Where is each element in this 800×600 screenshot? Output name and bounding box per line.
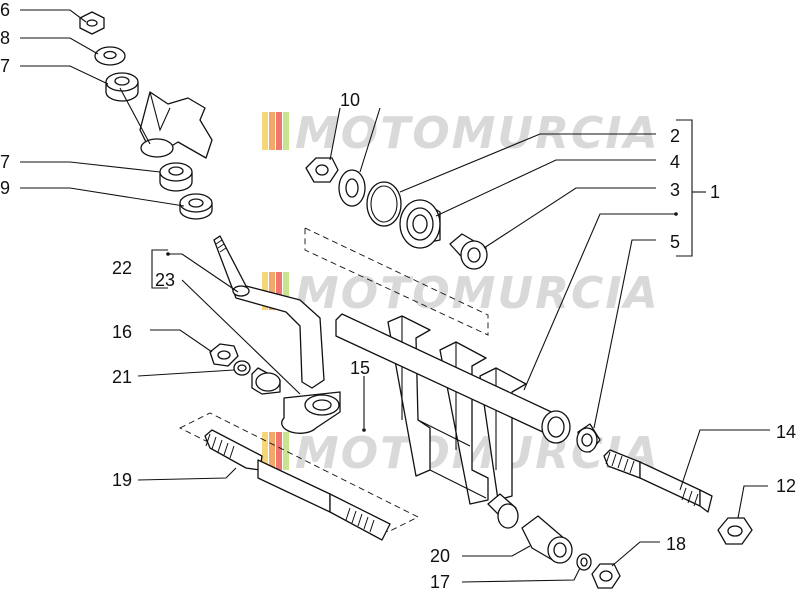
watermark-stripe-2	[269, 432, 275, 470]
nut-16	[209, 343, 239, 367]
leader-20	[462, 545, 531, 557]
washer-10	[338, 169, 366, 207]
cup-7-upper	[105, 72, 139, 102]
leader-14	[679, 429, 770, 491]
leader-16	[150, 329, 213, 353]
leader-18	[611, 541, 660, 567]
watermark-middle: MOTOMURCIA	[262, 268, 660, 319]
leader-6	[20, 9, 87, 23]
watermark-stripe-4	[283, 432, 289, 470]
spacer-23	[251, 367, 281, 395]
watermark-stripe-4	[283, 112, 289, 150]
watermark-text: MOTOMURCIA	[295, 268, 660, 319]
leader-22-dot	[166, 252, 170, 256]
washer-21	[233, 360, 251, 376]
callout-3: 3	[670, 180, 680, 200]
leader-1-bracket	[676, 119, 693, 257]
bent-pin-22	[213, 235, 325, 389]
callout-1: 1	[710, 182, 720, 202]
callout-12: 12	[776, 476, 796, 496]
leader-9	[20, 187, 185, 207]
leader-22-bracket	[151, 249, 168, 289]
leader-22	[168, 253, 239, 293]
callout-23: 23	[155, 270, 175, 290]
leader-lines	[20, 9, 770, 583]
leader-7b-up	[119, 87, 151, 145]
assembly-outline-upper	[304, 227, 489, 336]
watermark-stripe-3	[276, 272, 282, 310]
watermark-stripe-2	[269, 272, 275, 310]
bolt-19	[204, 429, 391, 541]
callout-17: 17	[430, 572, 450, 592]
callout-21: 21	[112, 367, 132, 387]
callout-6: 6	[0, 0, 10, 20]
leader-15-dot	[362, 428, 366, 432]
leader-12	[737, 485, 768, 519]
leader-5	[593, 239, 656, 429]
watermark-stripe-2	[269, 112, 275, 150]
callout-16: 16	[112, 322, 132, 342]
callout-22: 22	[112, 258, 132, 278]
nut-10	[305, 157, 339, 183]
bolt-14	[603, 449, 713, 513]
leader-8	[20, 37, 99, 55]
callout-19: 19	[112, 470, 132, 490]
callout-8: 8	[0, 28, 10, 48]
callout-20: 20	[430, 546, 450, 566]
cup-7-lower	[159, 162, 193, 192]
watermark-stripe-1	[262, 112, 268, 150]
leader-19	[137, 467, 237, 481]
assembly-outline-lower	[178, 412, 420, 533]
nut-6	[79, 11, 105, 35]
bushing-20	[487, 493, 573, 564]
steering-bracket	[139, 91, 213, 159]
callout-10: 10	[340, 90, 360, 110]
bearing-4	[399, 199, 441, 249]
callout-5: 5	[670, 232, 680, 252]
callout-4: 4	[670, 152, 680, 172]
watermark-stripe-1	[262, 432, 268, 470]
callout-18: 18	[666, 534, 686, 554]
washer-17	[576, 553, 592, 571]
callout-15: 15	[350, 358, 370, 378]
leader-21	[137, 369, 235, 377]
callout-7-upper: 7	[0, 56, 10, 76]
watermark-text: MOTOMURCIA	[295, 428, 660, 479]
leader-7a	[20, 65, 109, 85]
leader-2	[399, 133, 656, 193]
nut-12	[717, 517, 753, 545]
callout-2: 2	[670, 126, 680, 146]
watermark-stripe-3	[276, 432, 282, 470]
leader-17	[461, 567, 581, 583]
watermark-stripe-4	[283, 272, 289, 310]
leader-7b	[20, 161, 161, 173]
bushing-3	[449, 233, 488, 270]
axle-housing	[335, 313, 571, 444]
nut-18	[591, 563, 621, 589]
leader-23	[181, 279, 301, 395]
washer-8	[94, 46, 126, 66]
watermark-stripe-3	[276, 112, 282, 150]
bushing-5	[576, 423, 601, 453]
callout-14: 14	[776, 422, 796, 442]
leader-4	[435, 159, 656, 217]
leader-3	[483, 187, 656, 249]
leader-10-nut	[329, 107, 341, 161]
bushing-lower-pin	[281, 391, 341, 434]
leader-10-washer	[359, 107, 381, 173]
leader-1-dot	[674, 212, 678, 216]
circlip-2	[366, 181, 402, 227]
washer-9	[179, 193, 213, 220]
callout-7-lower: 7	[0, 152, 10, 172]
callout-9: 9	[0, 178, 10, 198]
leader-1-arm	[523, 213, 676, 391]
